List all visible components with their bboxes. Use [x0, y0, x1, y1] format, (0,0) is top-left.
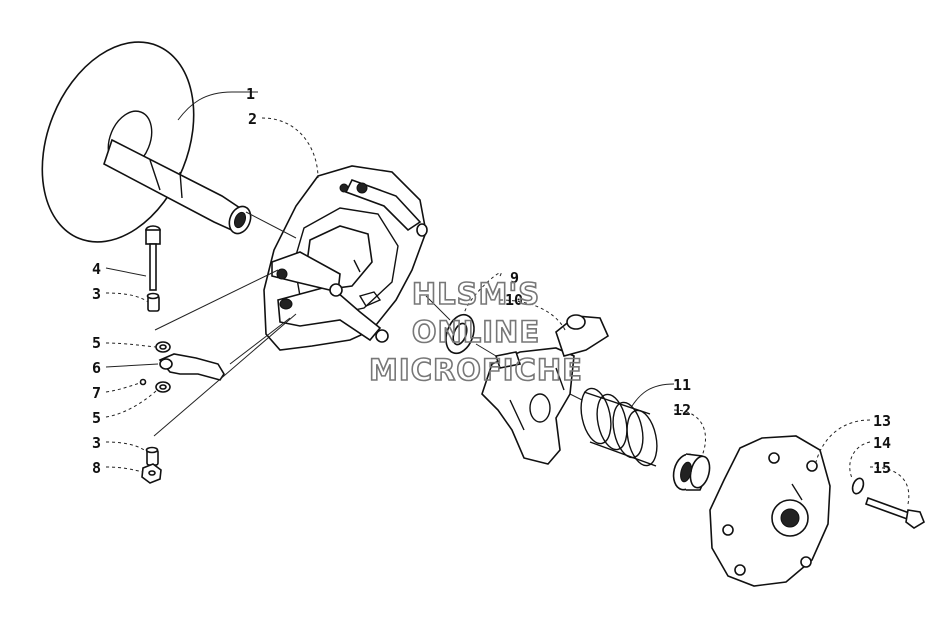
- bolt-part-4: [145, 225, 161, 291]
- washer-part-14: [851, 477, 865, 495]
- bushing-part-3-lower: [145, 446, 159, 466]
- spring-part-11: [580, 387, 658, 467]
- bushing-part-3-upper: [146, 292, 160, 312]
- pin-part-7: [139, 378, 147, 386]
- nut-part-8: [141, 463, 162, 484]
- callout-10: 10: [505, 291, 523, 309]
- callout-15: 15: [873, 459, 891, 477]
- callout-5-upper: 5: [92, 334, 101, 352]
- fixed-sheave-part: [41, 41, 252, 243]
- callout-4: 4: [92, 260, 101, 278]
- washer-part-5-lower: [155, 381, 171, 393]
- watermark-line-1: HLSM'S: [412, 277, 540, 311]
- callout-13: 13: [873, 412, 891, 430]
- watermark-line-2: ONLINE: [412, 315, 540, 349]
- bushing-part-12: [672, 453, 711, 491]
- callout-9: 9: [510, 269, 519, 287]
- callout-1: 1: [246, 85, 255, 103]
- callout-3-lower: 3: [92, 434, 101, 452]
- callout-12: 12: [673, 401, 691, 419]
- callout-11: 11: [673, 376, 691, 394]
- callout-5-lower: 5: [92, 409, 101, 427]
- assembly-lines: [153, 269, 297, 437]
- watermark: HLSM'S ONLINE MICROFICHE: [368, 276, 583, 388]
- callout-14: 14: [873, 434, 891, 452]
- callout-8: 8: [92, 459, 101, 477]
- callout-labels: 1 2 4 3 5 6 7 5 3 8 9 10 11 12 13 14 15: [92, 85, 891, 477]
- thrust-washer-part-9: [425, 295, 475, 355]
- cam-arm-part-6: [158, 353, 225, 381]
- callout-2: 2: [248, 110, 257, 128]
- leader-lines: [105, 91, 910, 505]
- bolt-part-15: [864, 496, 925, 529]
- callout-7: 7: [92, 384, 101, 402]
- callout-6: 6: [92, 359, 101, 377]
- spider-part-10: [475, 314, 610, 465]
- cover-plate-part-13: [709, 435, 831, 587]
- movable-sheave-part: [245, 165, 428, 351]
- callout-3-upper: 3: [92, 285, 101, 303]
- washer-part-5-upper: [155, 341, 171, 353]
- watermark-line-3: MICROFICHE: [369, 353, 583, 387]
